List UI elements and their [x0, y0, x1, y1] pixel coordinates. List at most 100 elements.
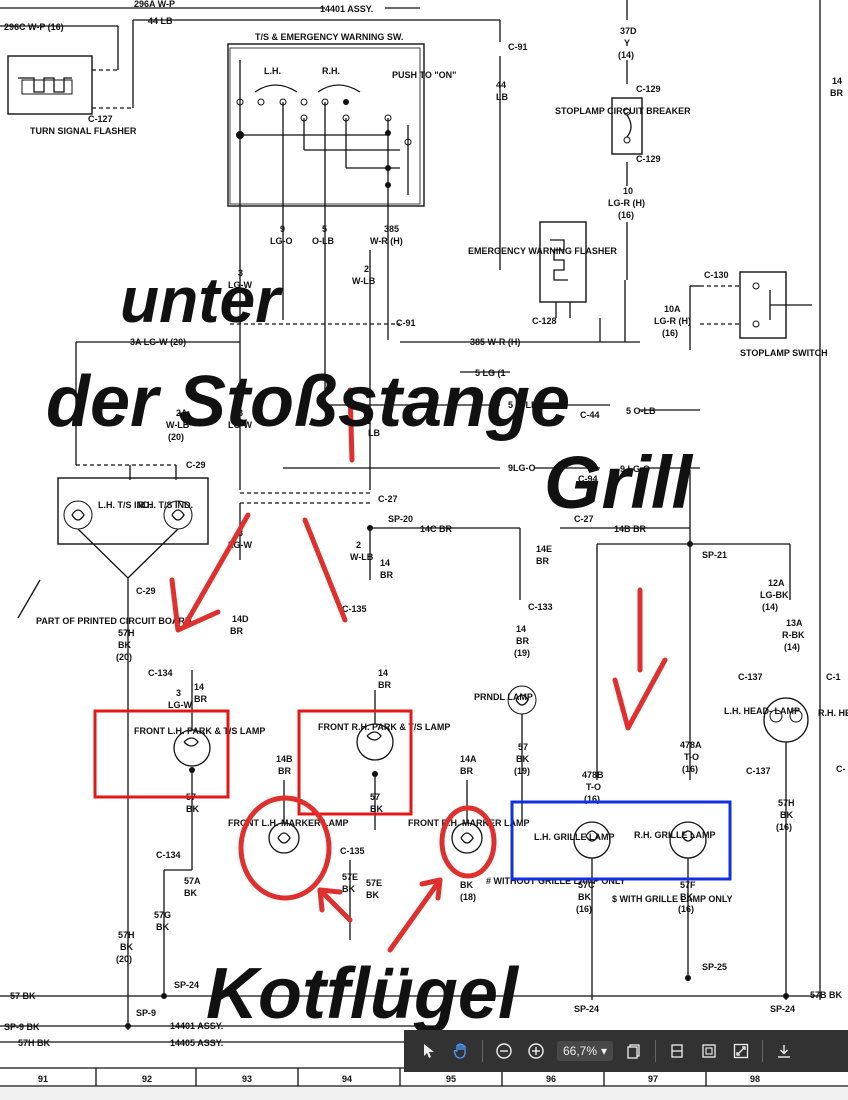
- label-37d-y: Y: [624, 38, 630, 48]
- label-57-p: 57: [518, 742, 528, 752]
- label-right-c1: C-1: [826, 672, 841, 682]
- label-bk-hb: BK: [780, 810, 793, 820]
- label-w385: 385: [384, 224, 399, 234]
- label-c133: C-133: [528, 602, 553, 612]
- label-3-d: 3: [176, 688, 181, 698]
- label-c130: C-130: [704, 270, 729, 280]
- emergency-warning-flasher: [539, 221, 587, 318]
- label-5-lg: 5 LG (1: [475, 368, 506, 378]
- zoom-select[interactable]: 66,7% ▾: [557, 1041, 614, 1061]
- label-2a-wlb-b: W-LB: [166, 420, 190, 430]
- chevron-down-icon: ▾: [601, 1044, 608, 1058]
- label-2a-b: 2A: [176, 408, 188, 418]
- label-9lgo-r: 9 LG-O: [620, 464, 650, 474]
- label-br-d: BR: [230, 626, 243, 636]
- label-57f-16: (16): [678, 904, 694, 914]
- label-57e2: 57E: [366, 878, 382, 888]
- label-2-b: 2: [366, 416, 371, 426]
- grid-96: 96: [546, 1074, 556, 1084]
- label-44lb: 44 LB: [148, 16, 173, 26]
- page-icon[interactable]: [623, 1040, 645, 1062]
- label-w385-wr: W-R (H): [370, 236, 403, 246]
- label-w9-lgo: LG-O: [270, 236, 293, 246]
- label-br-c: BR: [380, 570, 393, 580]
- label-3a-lgw-20: 3A LG-W (20): [130, 337, 186, 347]
- hand-icon[interactable]: [450, 1040, 472, 1062]
- label-478b-16: (16): [584, 794, 600, 804]
- label-sp9: SP-9: [136, 1008, 156, 1018]
- lh-headlamp: [763, 697, 809, 1000]
- label-sp24c: SP-24: [770, 1004, 795, 1014]
- label-bk-b: BK: [370, 804, 383, 814]
- red-annotations: [169, 387, 668, 953]
- label-bk-p: BK: [516, 754, 529, 764]
- zoom-in-icon[interactable]: [525, 1040, 547, 1062]
- label-br-f: BR: [378, 680, 391, 690]
- download-icon[interactable]: [773, 1040, 795, 1062]
- label-rbk: R-BK: [782, 630, 805, 640]
- label-rh-head-lamp: R.H. HEAD- LAMP: [818, 708, 848, 718]
- label-lgw-b: LG-W: [228, 420, 252, 430]
- zoom-out-icon[interactable]: [493, 1040, 515, 1062]
- label-c134-top: C-134: [148, 668, 173, 678]
- label-478b: 478B: [582, 770, 604, 780]
- label-bk-h: BK: [118, 640, 131, 650]
- label-44: 44: [496, 80, 506, 90]
- grid-92: 92: [142, 1074, 152, 1084]
- cursor-icon[interactable]: [418, 1040, 440, 1062]
- label-44-lb: LB: [496, 92, 508, 102]
- label-br-14b: BR: [278, 766, 291, 776]
- label-br-g: BR: [516, 636, 529, 646]
- label-c29-top: C-29: [186, 460, 206, 470]
- fit-page-icon[interactable]: [698, 1040, 720, 1062]
- label-14b-br: 14B BR: [614, 524, 647, 534]
- annotation-kotfluegel: Kotflügel: [206, 954, 520, 1034]
- label-bk-57f: BK: [680, 892, 693, 902]
- stoplamp-switch: [689, 271, 812, 350]
- label-12a-14: (14): [762, 602, 778, 612]
- grid-95: 95: [446, 1074, 456, 1084]
- label-57bk: 57 BK: [10, 991, 36, 1001]
- label-w3a: 3: [238, 268, 243, 278]
- label-57g: 57G: [154, 910, 171, 920]
- label-2a-20: (20): [168, 432, 184, 442]
- label-14e: 14E: [536, 544, 552, 554]
- red-box-front-rh: [297, 709, 413, 816]
- label-5-olb-row: 5 O-LB: [508, 400, 538, 410]
- label-c129a: C-129: [636, 84, 661, 94]
- label-front-lh: FRONT L.H. PARK & T/S LAMP: [134, 726, 265, 736]
- front-lh-park-lamp: [173, 670, 211, 830]
- label-10a: 10A: [664, 304, 681, 314]
- label-push-to-on: PUSH TO "ON": [392, 70, 456, 80]
- label-sp21: SP-21: [702, 550, 727, 560]
- front-rh-marker-lamp: [451, 780, 483, 854]
- label-2-lb: LB: [368, 428, 380, 438]
- grid-97: 97: [648, 1074, 658, 1084]
- label-c94: C-94: [578, 474, 598, 484]
- label-right-br: BR: [830, 88, 843, 98]
- label-w5-olb: O-LB: [312, 236, 334, 246]
- grid-91: 91: [38, 1074, 48, 1084]
- label-14-c: 14: [380, 558, 390, 568]
- blue-box-grille-lamps: [510, 800, 732, 881]
- label-sp24b: SP-24: [574, 1004, 599, 1014]
- label-lh-grille: L.H. GRILLE LAMP: [534, 832, 615, 842]
- label-lh-head-lamp: L.H. HEAD- LAMP: [724, 706, 800, 716]
- label-10: 10: [623, 186, 633, 196]
- fullscreen-icon[interactable]: [730, 1040, 752, 1062]
- middle-wires: [75, 205, 791, 780]
- label-stoplamp-switch: STOPLAMP SWITCH: [740, 348, 828, 358]
- label-c137a: C-137: [738, 672, 763, 682]
- ts-emergency-switch: [227, 43, 425, 207]
- label-57h-c: 57H: [118, 930, 135, 940]
- label-bk-57e: BK: [342, 884, 355, 894]
- label-c134-bot: C-134: [156, 850, 181, 860]
- label-lh-ts-ind: L.H. T/S IND.: [98, 500, 152, 510]
- prndl-lamp: [507, 685, 537, 820]
- label-without-grille: # WITHOUT GRILLE LAMP ONLY: [486, 876, 626, 886]
- fit-height-icon[interactable]: [666, 1040, 688, 1062]
- label-bk-a: BK: [186, 804, 199, 814]
- label-478a-16: (16): [682, 764, 698, 774]
- label-12a: 12A: [768, 578, 785, 588]
